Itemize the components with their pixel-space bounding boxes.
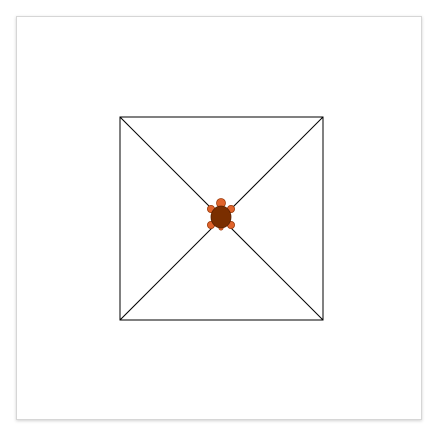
turtle-icon bbox=[206, 198, 235, 231]
square-outline bbox=[119, 116, 324, 321]
